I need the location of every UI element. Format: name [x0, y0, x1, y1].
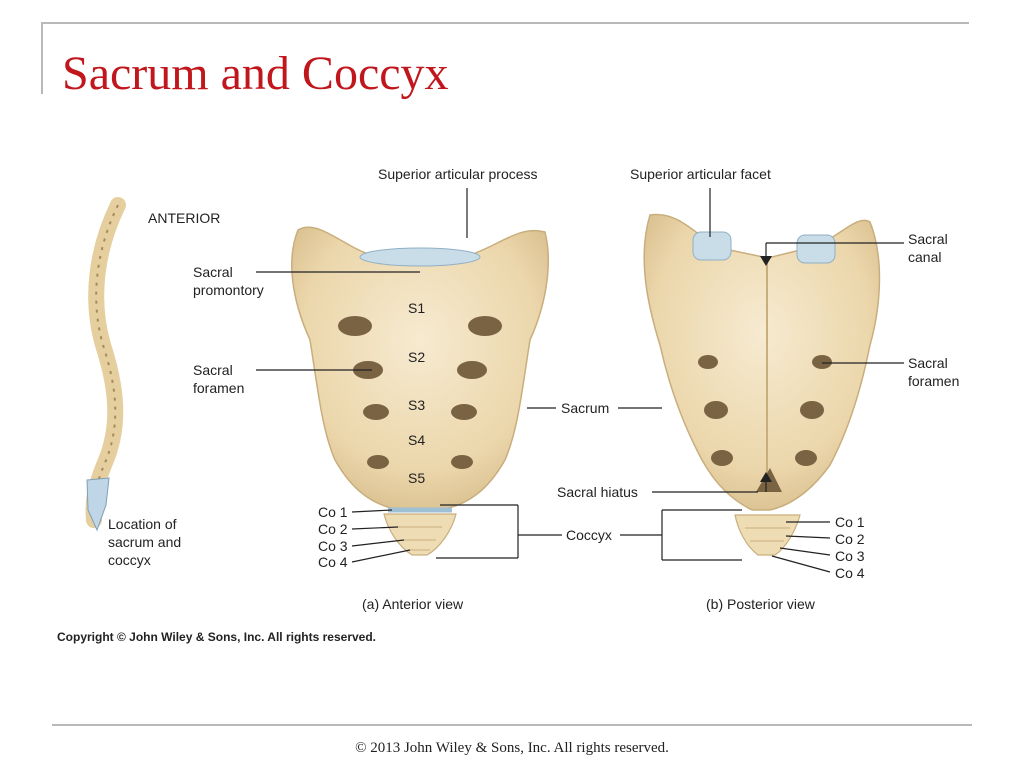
sacral-hiatus-arrowhead [760, 472, 772, 482]
image-copyright: Copyright © John Wiley & Sons, Inc. All … [57, 630, 377, 644]
anterior-sacrum-drawing [291, 226, 549, 556]
coccyx-label: Coccyx [566, 527, 612, 543]
posterior-sacral-foramen-label-line-2: foramen [908, 373, 960, 389]
anterior-sacral-foramen-label-line-2: foramen [193, 380, 245, 396]
anterior-co3-label: Co 3 [318, 538, 348, 554]
sacral-promontory-label-line-2: promontory [193, 282, 264, 298]
posterior-co4-label: Co 4 [835, 565, 865, 581]
spine-caption-line-3: coccyx [108, 552, 151, 568]
anterior-co2-label: Co 2 [318, 521, 348, 537]
slide-title: Sacrum and Coccyx [62, 47, 449, 100]
segment-s3-label: S3 [408, 397, 426, 413]
segment-s5-label: S5 [408, 470, 426, 486]
anterior-co4-label: Co 4 [318, 554, 348, 570]
spine-caption-line-2: sacrum and [108, 534, 182, 550]
posterior-co2-label: Co 2 [835, 531, 865, 547]
spine-inset-drawing [85, 197, 126, 532]
posterior-sacral-foramen-label-line-1: Sacral [908, 355, 948, 371]
slide-footer: © 2013 John Wiley & Sons, Inc. All right… [355, 740, 669, 756]
superior-articular-process-label: Superior articular process [378, 166, 538, 182]
slide-frame-top [41, 22, 969, 24]
posterior-co3-label: Co 3 [835, 548, 865, 564]
segment-s1-label: S1 [408, 300, 426, 316]
sacral-canal-label-line-2: canal [908, 249, 942, 265]
slide-frame-left [41, 22, 43, 94]
superior-articular-facet-label: Superior articular facet [630, 166, 771, 182]
anterior-co1-label: Co 1 [318, 504, 348, 520]
sacral-canal-label-line-1: Sacral [908, 231, 948, 247]
spine-caption-line-1: Location of [108, 516, 177, 532]
sacrum-label: Sacrum [561, 400, 610, 416]
sacral-canal-arrowhead [760, 256, 772, 266]
anterior-orientation-label: ANTERIOR [148, 210, 221, 226]
footer-rule [52, 724, 972, 726]
posterior-view-caption: (b) Posterior view [706, 596, 815, 612]
anterior-view-caption: (a) Anterior view [362, 596, 464, 612]
posterior-sacrum-drawing [643, 213, 881, 556]
anterior-sacral-foramen-label-line-1: Sacral [193, 362, 233, 378]
sacral-promontory-label-line-1: Sacral [193, 264, 233, 280]
posterior-co1-label: Co 1 [835, 514, 865, 530]
sacral-hiatus-label: Sacral hiatus [557, 484, 638, 500]
segment-s2-label: S2 [408, 349, 426, 365]
leader-lines [256, 188, 904, 573]
segment-s4-label: S4 [408, 432, 426, 448]
